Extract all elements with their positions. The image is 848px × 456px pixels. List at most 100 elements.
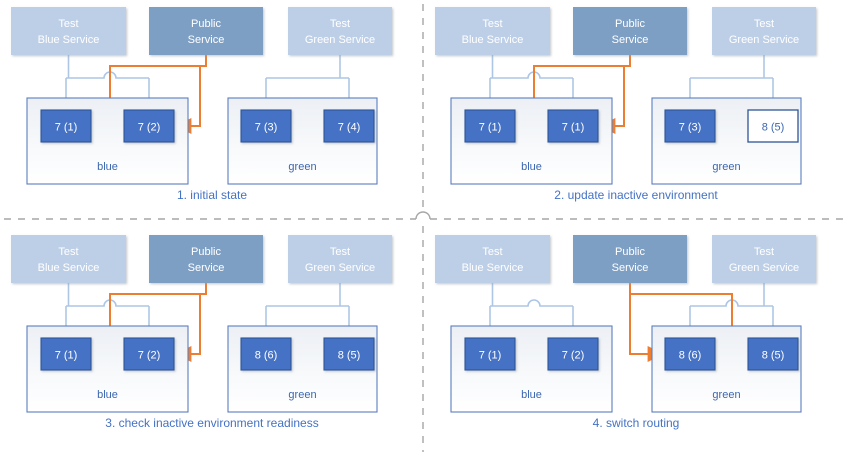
instance-node[interactable]: 7 (2) bbox=[123, 337, 175, 371]
instance-node[interactable]: 8 (6) bbox=[664, 337, 716, 371]
instance-node[interactable]: 7 (3) bbox=[664, 109, 716, 143]
service-label-line1: Test bbox=[58, 18, 78, 30]
service-label-line1: Public bbox=[191, 18, 221, 30]
instance-node-box[interactable] bbox=[240, 337, 292, 371]
service-box[interactable] bbox=[11, 235, 126, 283]
instance-node-box[interactable] bbox=[323, 109, 375, 143]
service-label-line1: Public bbox=[615, 18, 645, 30]
instance-node[interactable]: 7 (1) bbox=[40, 337, 92, 371]
instance-node-label: 8 (5) bbox=[338, 350, 361, 362]
instance-node-box[interactable] bbox=[547, 109, 599, 143]
instance-node[interactable]: 7 (1) bbox=[40, 109, 92, 143]
instance-node[interactable]: 7 (2) bbox=[123, 109, 175, 143]
instance-node-box[interactable] bbox=[123, 109, 175, 143]
instance-node-box[interactable] bbox=[123, 337, 175, 371]
environment-label-green: green bbox=[288, 389, 316, 401]
instance-node[interactable]: 7 (4) bbox=[323, 109, 375, 143]
instance-node-box[interactable] bbox=[747, 109, 799, 143]
instance-node-label: 7 (2) bbox=[138, 350, 161, 362]
environment-label-blue: blue bbox=[521, 389, 542, 401]
instance-node-box[interactable] bbox=[747, 337, 799, 371]
instance-node[interactable]: 8 (5) bbox=[747, 337, 799, 371]
instance-node-box[interactable] bbox=[664, 337, 716, 371]
service-label-line2: Green Service bbox=[305, 34, 375, 46]
service-box[interactable] bbox=[149, 7, 263, 55]
public-orange-arrow-blue-node2 bbox=[174, 283, 207, 362]
instance-node-box[interactable] bbox=[240, 109, 292, 143]
service-box[interactable] bbox=[11, 7, 126, 55]
instance-node-label: 8 (6) bbox=[679, 350, 702, 362]
instance-node-box[interactable] bbox=[464, 337, 516, 371]
instance-node[interactable]: 7 (2) bbox=[547, 337, 599, 371]
service-box[interactable] bbox=[149, 235, 263, 283]
service-label-line2: Service bbox=[612, 34, 649, 46]
service-box[interactable] bbox=[288, 235, 392, 283]
instance-node[interactable]: 7 (3) bbox=[240, 109, 292, 143]
connectors bbox=[483, 283, 780, 362]
instance-node-box[interactable] bbox=[664, 109, 716, 143]
service-label-line2: Blue Service bbox=[38, 262, 100, 274]
instance-node-label: 7 (3) bbox=[255, 122, 278, 134]
service-label-line1: Test bbox=[330, 18, 350, 30]
service-label-line2: Service bbox=[188, 34, 225, 46]
environment-label-blue: blue bbox=[97, 161, 118, 173]
instance-node-box[interactable] bbox=[40, 109, 92, 143]
blue-test-bus bbox=[66, 299, 149, 307]
instance-node[interactable]: 7 (1) bbox=[464, 109, 516, 143]
instance-node-box[interactable] bbox=[40, 337, 92, 371]
divider-crossing-jump bbox=[415, 211, 431, 220]
instance-node-label: 7 (1) bbox=[479, 350, 502, 362]
service-label-line1: Test bbox=[754, 246, 774, 258]
instance-node-label: 7 (4) bbox=[338, 122, 361, 134]
instance-node[interactable]: 7 (1) bbox=[464, 337, 516, 371]
instance-node-box[interactable] bbox=[464, 109, 516, 143]
environment-label-green: green bbox=[712, 161, 740, 173]
panel-dividers bbox=[4, 4, 844, 452]
service-label-line1: Test bbox=[330, 246, 350, 258]
instance-node-box[interactable] bbox=[323, 337, 375, 371]
panel-caption: 1. initial state bbox=[177, 188, 247, 202]
service-label-line1: Test bbox=[482, 246, 502, 258]
blue-test-bus bbox=[490, 299, 573, 307]
service-label-line1: Public bbox=[191, 246, 221, 258]
instance-node[interactable]: 7 (1) bbox=[547, 109, 599, 143]
service-box[interactable] bbox=[712, 7, 816, 55]
instance-node-label: 7 (1) bbox=[55, 350, 78, 362]
service-box[interactable] bbox=[435, 7, 550, 55]
service-box[interactable] bbox=[573, 235, 687, 283]
blue-test-bus bbox=[66, 71, 149, 79]
instance-node[interactable]: 8 (5) bbox=[747, 109, 799, 143]
instance-node[interactable]: 8 (6) bbox=[240, 337, 292, 371]
environment-label-blue: blue bbox=[521, 161, 542, 173]
instance-node-label: 7 (3) bbox=[679, 122, 702, 134]
instance-node-label: 7 (1) bbox=[479, 122, 502, 134]
service-box[interactable] bbox=[712, 235, 816, 283]
service-label-line2: Service bbox=[188, 262, 225, 274]
service-label-line1: Test bbox=[482, 18, 502, 30]
service-label-line2: Green Service bbox=[729, 262, 799, 274]
public-orange-arrow-blue-node2 bbox=[598, 55, 631, 134]
instance-node-label: 8 (5) bbox=[762, 350, 785, 362]
instance-node-box[interactable] bbox=[547, 337, 599, 371]
instance-node[interactable]: 8 (5) bbox=[323, 337, 375, 371]
service-label-line2: Green Service bbox=[305, 262, 375, 274]
service-box[interactable] bbox=[288, 7, 392, 55]
service-box[interactable] bbox=[435, 235, 550, 283]
service-box[interactable] bbox=[573, 7, 687, 55]
